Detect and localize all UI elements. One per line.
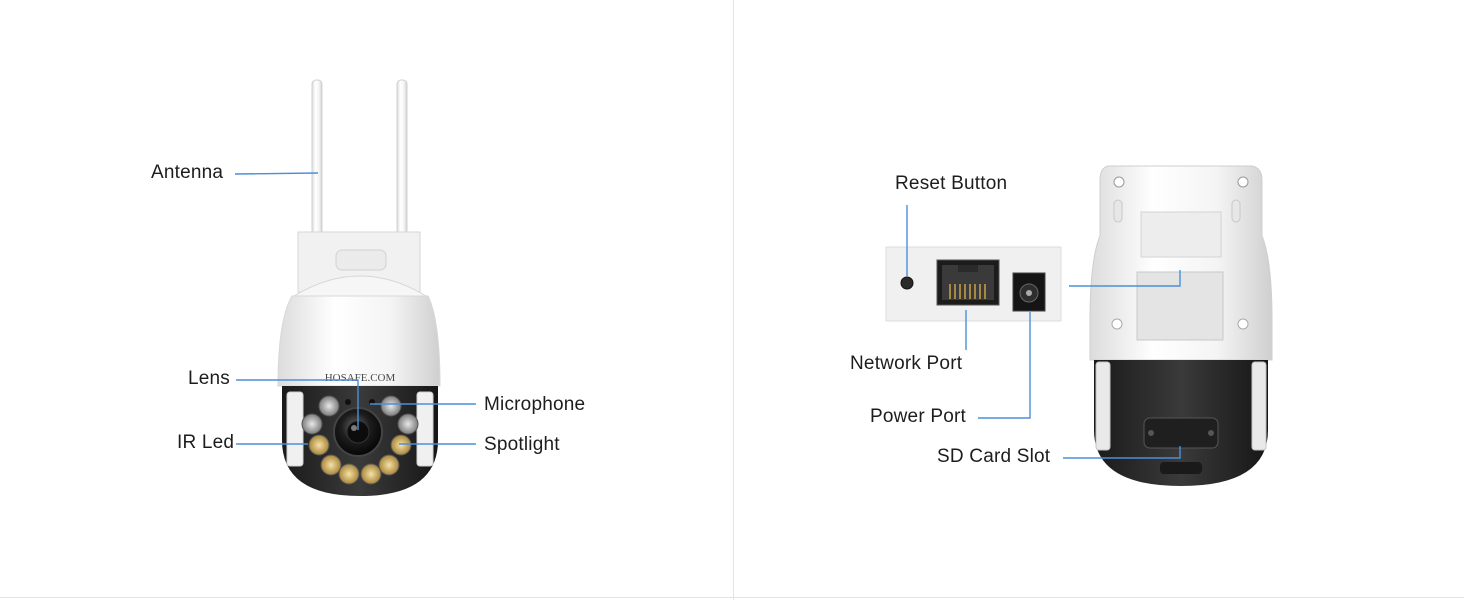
bottom-border bbox=[0, 597, 1464, 598]
sd-card-cover bbox=[1143, 417, 1219, 449]
label-power-port: Power Port bbox=[870, 406, 966, 427]
led-ring bbox=[301, 395, 419, 485]
label-sd-card-slot: SD Card Slot bbox=[937, 446, 1051, 467]
antenna-callout-line bbox=[234, 172, 319, 175]
label-microphone: Microphone bbox=[484, 394, 586, 415]
left-callouts bbox=[234, 172, 476, 445]
reset-button-hole bbox=[900, 276, 914, 290]
power-port-callout-line bbox=[978, 312, 1031, 419]
upper-housing bbox=[277, 295, 441, 387]
sd-card-callout-line bbox=[1063, 446, 1181, 459]
port-panel bbox=[885, 246, 1062, 322]
right-callouts bbox=[906, 205, 1181, 459]
label-reset-button: Reset Button bbox=[895, 173, 1008, 194]
label-network-port: Network Port bbox=[850, 353, 963, 374]
brand-text: HOSAFE.COM bbox=[325, 372, 396, 384]
panel-divider bbox=[733, 0, 734, 600]
label-lens: Lens bbox=[188, 368, 231, 389]
front-camera: HOSAFE.COM bbox=[277, 79, 441, 496]
label-ir-led: IR Led bbox=[177, 432, 235, 453]
lens-callout-line bbox=[236, 379, 359, 430]
power-port-jack bbox=[1012, 272, 1046, 312]
mounting-plate bbox=[1089, 165, 1273, 361]
label-spotlight: Spotlight bbox=[484, 434, 560, 455]
rear-camera bbox=[1089, 165, 1273, 486]
label-antenna: Antenna bbox=[151, 162, 224, 183]
cavity-callout-line bbox=[1069, 270, 1181, 287]
